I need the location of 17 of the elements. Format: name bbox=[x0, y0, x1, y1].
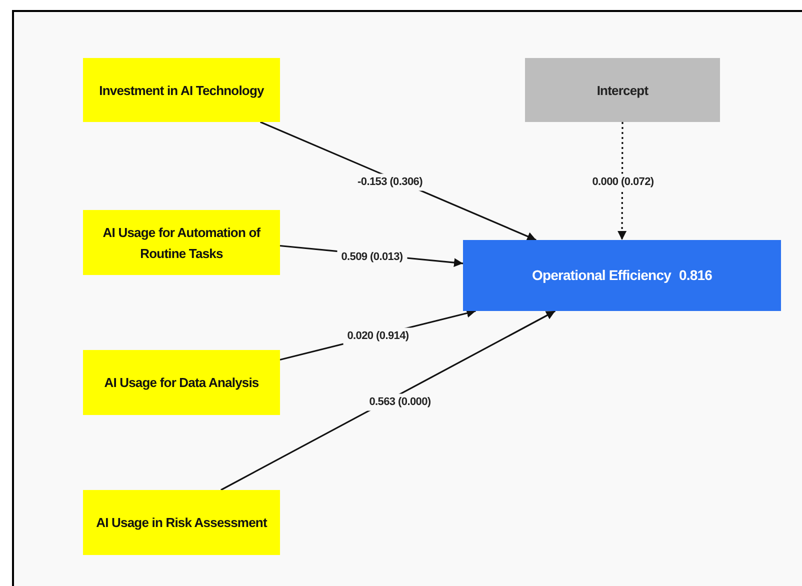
edge-label: 0.020 (0.914) bbox=[343, 328, 413, 344]
arrow bbox=[220, 310, 556, 491]
construct-box bbox=[83, 210, 280, 275]
construct-box bbox=[83, 490, 280, 555]
node-label: AI Usage for Automation of Routine Tasks bbox=[102, 224, 262, 262]
node-label: AI Usage in Risk Assessment bbox=[96, 514, 267, 532]
node-label: AI Usage for Data Analysis bbox=[104, 374, 259, 392]
node-label: Investment in AI Technology bbox=[99, 82, 264, 100]
node-label: Operational Efficiency bbox=[532, 266, 671, 285]
construct-box bbox=[83, 350, 280, 415]
outcome-box bbox=[463, 240, 781, 311]
dashed-arrow bbox=[618, 122, 627, 240]
node-value: 0.816 bbox=[678, 266, 712, 285]
node-label: Intercept bbox=[596, 82, 648, 100]
construct-box bbox=[83, 58, 280, 122]
edge-label: 0.509 (0.013) bbox=[337, 248, 407, 266]
intercept-box bbox=[525, 58, 720, 122]
